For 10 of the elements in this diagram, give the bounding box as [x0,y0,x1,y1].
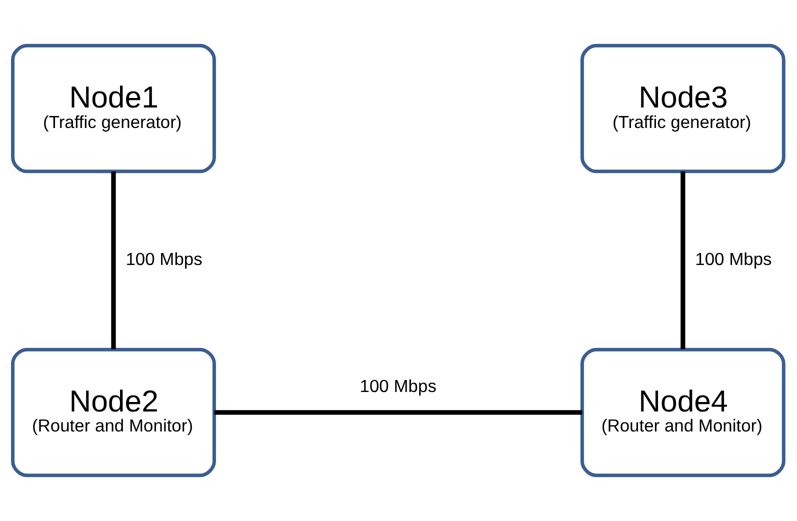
node-box: Node4 (Router and Monitor) [580,348,786,478]
connector [680,171,686,350]
edge-label: 100 Mbps [126,249,202,270]
connector [111,171,116,350]
connector [214,410,582,415]
edge-label: 100 Mbps [360,376,436,396]
edge-label: 100 Mbps [695,249,772,270]
node-box: Node2 (Router and Monitor) [11,348,216,478]
node-box: Node1 (Traffic generator) [11,44,216,174]
node-box: Node3 (Traffic generator) [580,44,786,174]
